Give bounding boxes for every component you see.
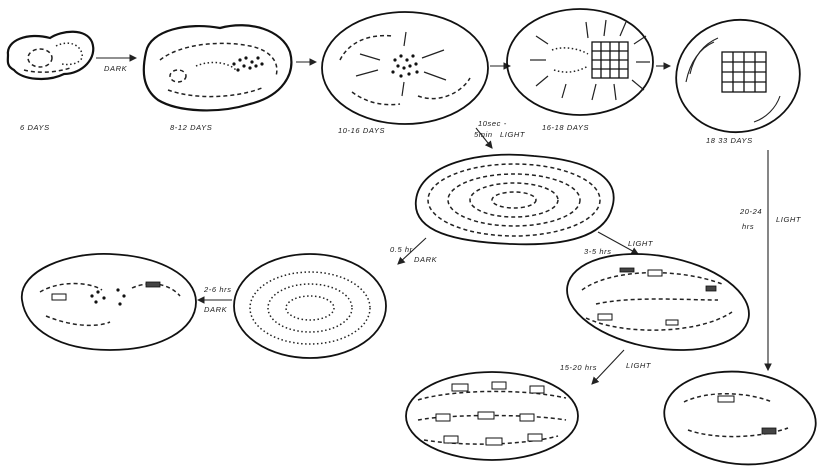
label-dark-2: DARK	[414, 255, 438, 264]
label-time-hrs: hrs	[742, 222, 754, 231]
label-time-5min: 5min	[474, 130, 493, 139]
crystalline-lattice	[591, 41, 629, 79]
lattice-large	[721, 51, 767, 93]
label-light-3: LIGHT	[628, 239, 654, 248]
stage-10-16-days	[321, 11, 489, 125]
prolamellar-body-early	[232, 56, 264, 72]
stage-prolamellar-reformed	[21, 253, 197, 351]
stage-8-12-days	[142, 24, 293, 112]
stage-concentric-thylakoids	[415, 153, 615, 246]
label-stage-3: 10-16 DAYS	[338, 126, 385, 135]
label-time-20-24: 20-24	[739, 207, 762, 216]
label-dark-3: DARK	[204, 305, 228, 314]
stage-grana-stacks	[405, 371, 579, 461]
label-dark-1: DARK	[104, 64, 128, 73]
label-time-2-6hrs: 2-6 hrs	[203, 285, 232, 294]
label-stage-4: 16-18 DAYS	[542, 123, 589, 132]
label-light-1: LIGHT	[500, 130, 526, 139]
stage-18-33-days	[675, 18, 801, 134]
label-time-10sec: 10sec -	[478, 119, 507, 128]
stage-16-18-days	[506, 8, 654, 116]
prolamellar-body-small	[90, 288, 126, 306]
stage-concentric-dark	[233, 253, 387, 359]
arrow-dark-0-5hr	[397, 237, 427, 265]
prolamellar-body	[391, 54, 419, 78]
stage-mature-chloroplast	[663, 370, 817, 466]
label-time-15-20hrs: 15-20 hrs	[560, 363, 597, 372]
label-time-0-5hr: 0.5 hr	[390, 245, 413, 254]
label-stage-5: 18 33 DAYS	[706, 136, 753, 145]
label-time-3-5hrs: 3-5 hrs	[584, 247, 612, 256]
arrow-light-3-5hrs	[597, 231, 639, 255]
label-light-4: LIGHT	[626, 361, 652, 370]
label-stage-1: 6 DAYS	[20, 123, 50, 132]
label-stage-2: 8-12 DAYS	[170, 123, 212, 132]
arrow-light-15-20hrs	[591, 349, 625, 385]
stage-6-days	[6, 30, 95, 80]
arrow-light-5min	[475, 127, 493, 149]
label-light-2: LIGHT	[776, 215, 802, 224]
stage-grana-forming	[566, 253, 750, 351]
